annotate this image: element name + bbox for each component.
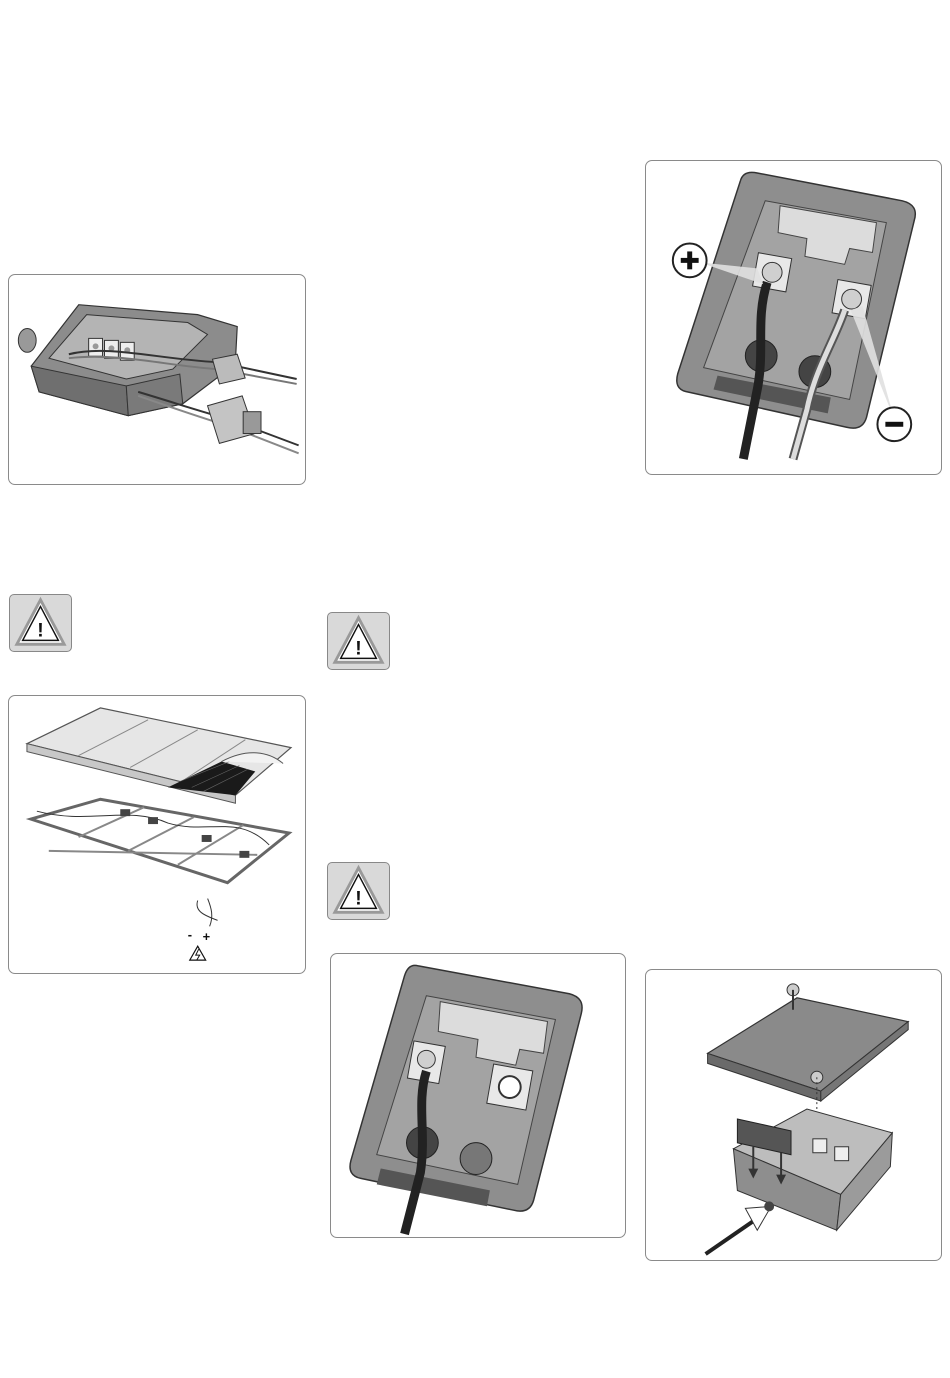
svg-text:!: ! (355, 639, 361, 660)
solar-minus-label: - (188, 927, 192, 942)
figure-terminal-single (330, 953, 626, 1238)
warning-sign-2: ! (327, 612, 390, 670)
junction-box-single-terminal-illustration (331, 954, 625, 1237)
solar-plus-label: + (203, 929, 211, 944)
figure-junction-box (8, 274, 306, 485)
warning-sign-1: ! (9, 594, 72, 652)
warning-triangle-icon: ! (10, 595, 71, 651)
svg-text:!: ! (355, 889, 361, 910)
warning-triangle-icon: ! (328, 863, 389, 919)
warning-sign-3: ! (327, 862, 390, 920)
junction-box-polarity-illustration (646, 161, 941, 474)
junction-box-cable-glands-illustration (9, 275, 305, 484)
svg-text:!: ! (37, 621, 43, 642)
solar-panel-frame-illustration: - + (9, 696, 305, 973)
junction-box-lid-screws-illustration (646, 970, 941, 1260)
figure-solar-panel: - + (8, 695, 306, 974)
figure-polarity: + - (645, 160, 942, 475)
warning-triangle-icon: ! (328, 613, 389, 669)
figure-lid-closing (645, 969, 942, 1261)
